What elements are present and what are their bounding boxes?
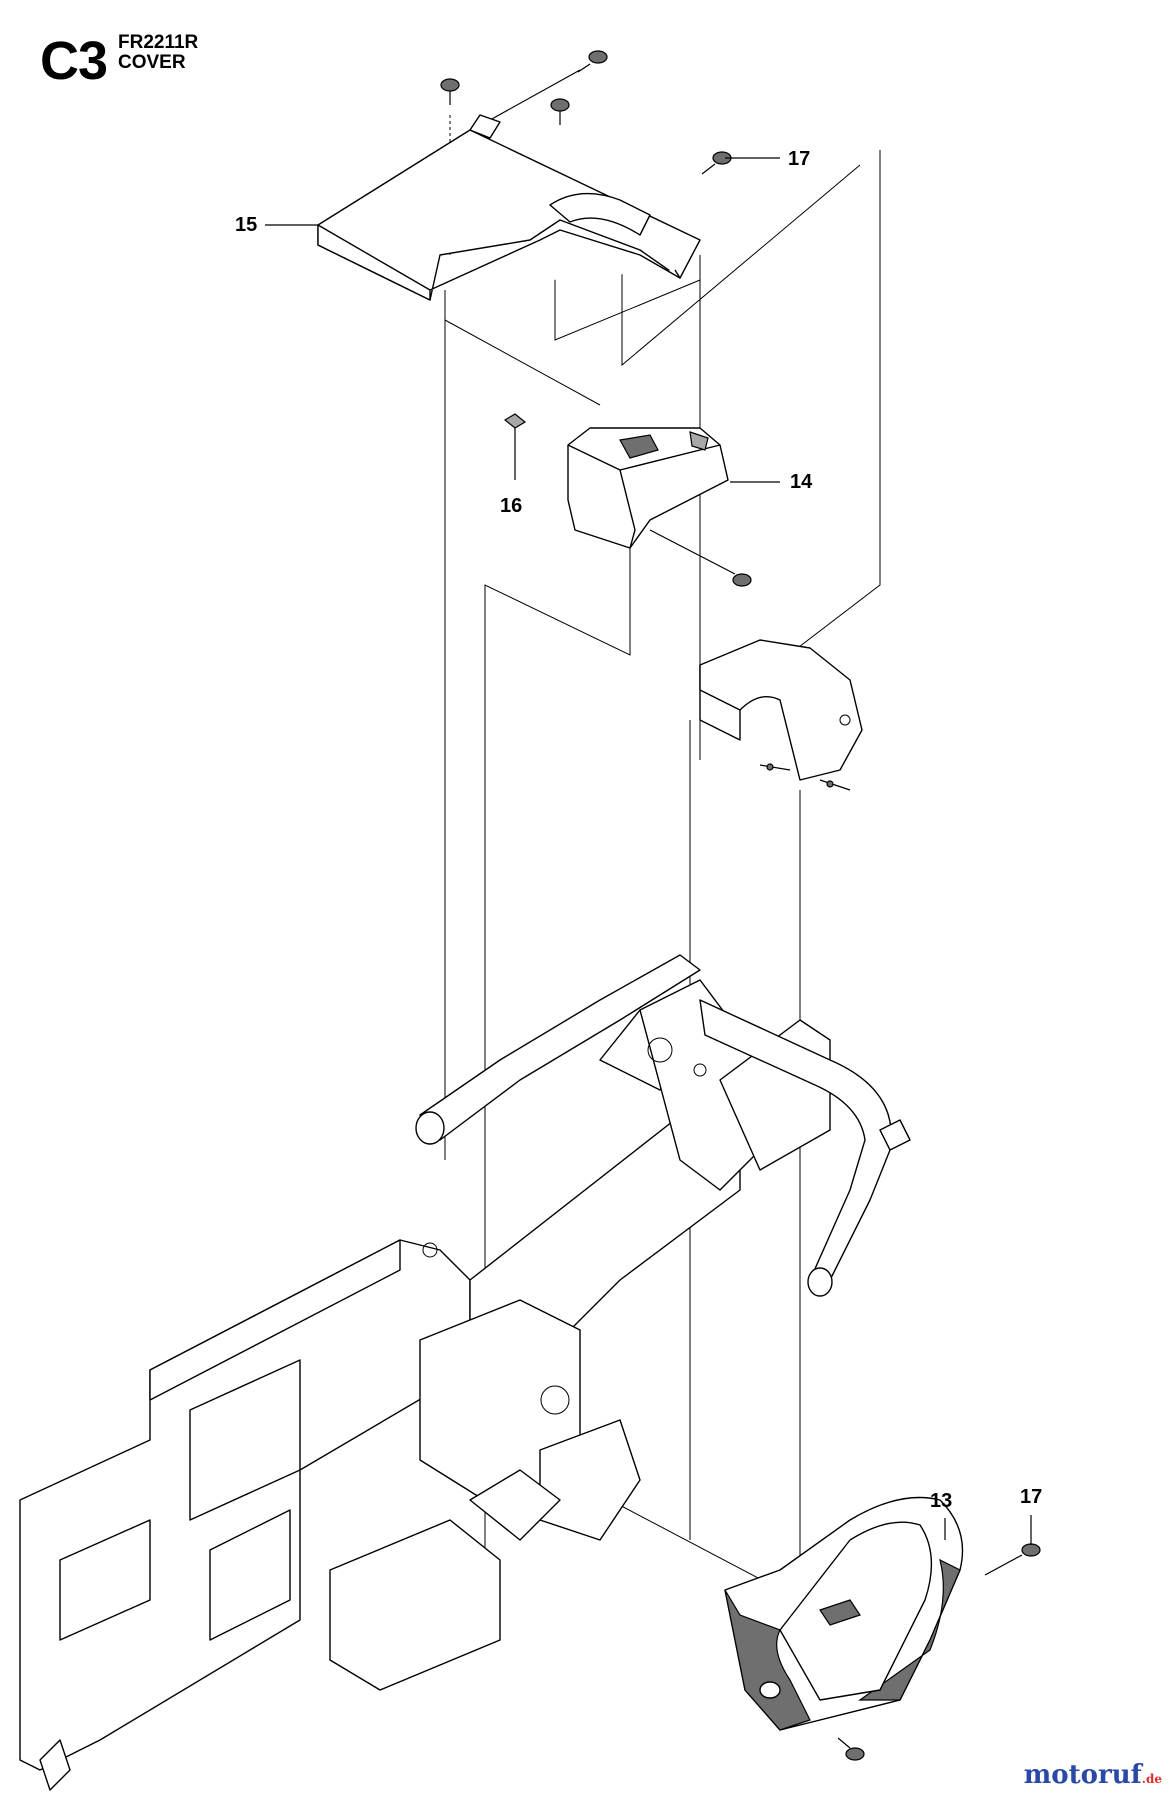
screw-icon <box>577 50 608 73</box>
watermark-tld: .de <box>1141 1772 1162 1786</box>
callout-leaders <box>265 157 1032 1545</box>
part-13-belt-guard <box>724 1496 964 1731</box>
callout-16: 16 <box>500 495 523 517</box>
section-code: C3 <box>40 31 108 91</box>
part-14-cover <box>567 427 729 549</box>
roll-bar <box>415 954 911 1297</box>
diagram-title: COVER <box>118 52 186 73</box>
callout-15: 15 <box>235 214 258 236</box>
bolt-icon <box>759 763 791 771</box>
mower-frame-assembly <box>19 979 831 1791</box>
watermark-logo: motoruf.de <box>1024 1760 1162 1790</box>
screw-icon <box>701 151 732 175</box>
watermark-brand: motoruf <box>1023 1760 1142 1790</box>
belt-guard-bracket <box>699 639 863 781</box>
callout-13: 13 <box>930 1490 953 1512</box>
part-15-top-cover <box>317 114 701 301</box>
bolt-icon <box>819 779 851 791</box>
screw-icon <box>649 529 752 587</box>
part-16-clip <box>503 413 527 470</box>
screw-icon <box>837 1737 865 1761</box>
callout-17: 17 <box>788 148 811 170</box>
model-number: FR2211R <box>118 32 199 53</box>
callout-17: 17 <box>1020 1486 1043 1508</box>
callout-14: 14 <box>790 471 813 493</box>
screw-icon <box>984 1543 1041 1576</box>
screw-icon <box>440 78 460 105</box>
screw-icon <box>550 98 570 125</box>
